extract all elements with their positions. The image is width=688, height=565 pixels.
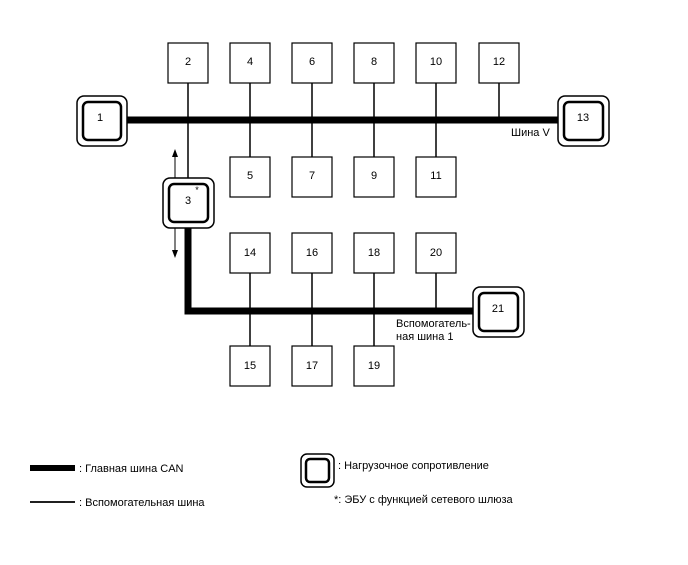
legend-terminator-label: : Нагрузочное сопротивление [338, 460, 489, 472]
node-label: 5 [247, 170, 253, 182]
node-label: 17 [306, 360, 318, 372]
node-label: 1 [97, 112, 103, 124]
node-label: 7 [309, 170, 315, 182]
legend-main-bus-label: : Главная шина CAN [79, 463, 184, 475]
node-label: 14 [244, 247, 256, 259]
node-label: 20 [430, 247, 442, 259]
sub-bus-1-label-line1: Вспомогатель- [396, 318, 471, 330]
main-bus-sub1-line [184, 228, 473, 315]
legend: : Главная шина CAN : Вспомогательная шин… [30, 453, 514, 509]
terminator-ecu-21: 21 [472, 286, 525, 338]
terminator-ecu-1: 1 [76, 95, 128, 147]
ecu-16: 16 [291, 232, 333, 274]
ecu-20: 20 [415, 232, 457, 274]
node-label: 15 [244, 360, 256, 372]
ecu-17: 17 [291, 345, 333, 387]
ecu-4: 4 [229, 42, 271, 84]
node-label: 21 [492, 303, 504, 315]
node-label: 19 [368, 360, 380, 372]
ecu-14: 14 [229, 232, 271, 274]
legend-terminator-icon [300, 453, 335, 488]
node-label: 8 [371, 56, 377, 68]
node-label: 12 [493, 56, 505, 68]
ecu-6: 6 [291, 42, 333, 84]
gateway-asterisk: * [195, 185, 199, 195]
node-label: 16 [306, 247, 318, 259]
node-label: 11 [430, 170, 441, 182]
node-label: 9 [371, 170, 377, 182]
ecu-18: 18 [353, 232, 395, 274]
node-label: 13 [577, 112, 589, 124]
node-label: 4 [247, 56, 253, 68]
sub-bus-1-label-line2: ная шина 1 [396, 331, 454, 343]
ecu-8: 8 [353, 42, 395, 84]
node-label: 18 [368, 247, 380, 259]
legend-sub-bus-label: : Вспомогательная шина [79, 497, 205, 509]
ecu-9: 9 [353, 156, 395, 198]
terminator-ecu-13: 13 [557, 95, 610, 147]
node-label: 2 [185, 56, 191, 68]
ecu-15: 15 [229, 345, 271, 387]
ecu-2: 2 [167, 42, 209, 84]
node-label: 10 [430, 56, 442, 68]
bus-v-label: Шина V [511, 127, 550, 139]
ecu-19: 19 [353, 345, 395, 387]
sub-bus-stubs [187, 83, 500, 346]
ecu-10: 10 [415, 42, 457, 84]
ecu-7: 7 [291, 156, 333, 198]
gateway-ecu-3: 3 * [162, 177, 215, 229]
ecu-11: 11 [415, 156, 457, 198]
ecu-12: 12 [478, 42, 520, 84]
ecu-5: 5 [229, 156, 271, 198]
node-label: 6 [309, 56, 315, 68]
node-label: 3 [185, 195, 191, 207]
legend-gateway-label: *: ЭБУ с функцией сетевого шлюза [334, 494, 514, 506]
